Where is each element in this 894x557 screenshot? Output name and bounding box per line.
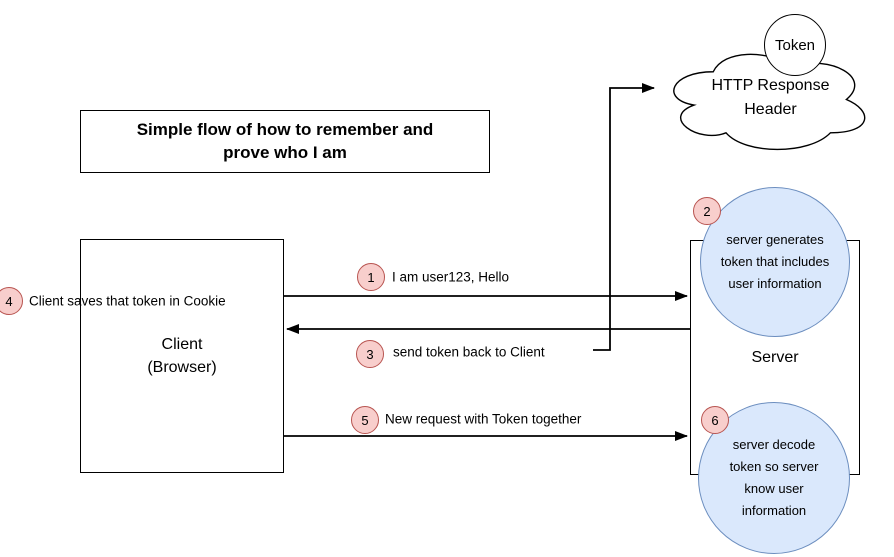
cloud-label-wrap: HTTP Response Header [683,74,858,122]
server-generates-token-bubble: server generates token that includes use… [700,187,850,337]
step2-number: 2 [703,203,711,219]
step4-text: Client saves that token in Cookie [29,293,226,309]
client-label-line1: Client [161,336,203,353]
http-response-header-label: HTTP Response Header [711,77,830,118]
token-label: Token [774,36,816,54]
step3-badge: 3 [356,340,384,368]
step1-badge: 1 [357,263,385,291]
diagram-title: Simple flow of how to remember and prove… [136,119,434,162]
step6-text: server decode token so server know user … [729,437,819,518]
arrow-token-to-response-header [593,83,655,351]
step4-badge: 4 [0,287,23,315]
title-box: Simple flow of how to remember and prove… [80,110,490,173]
server-label: Server [751,348,799,366]
step1-text: I am user123, Hello [392,269,510,285]
step5-text: New request with Token together [385,411,582,427]
step4-number: 4 [5,293,13,309]
step3-text: send token back to Client [393,344,545,360]
step5-number: 5 [361,412,369,428]
step2-badge: 2 [693,197,721,225]
client-label-line2: (Browser) [147,359,217,376]
client-node: Client (Browser) [80,239,284,473]
token-node: Token [764,14,826,76]
step3-number: 3 [366,346,374,362]
step5-badge: 5 [351,406,379,434]
step6-number: 6 [711,412,719,428]
step6-badge: 6 [701,406,729,434]
step2-text: server generates token that includes use… [720,232,830,291]
step1-number: 1 [367,269,375,285]
